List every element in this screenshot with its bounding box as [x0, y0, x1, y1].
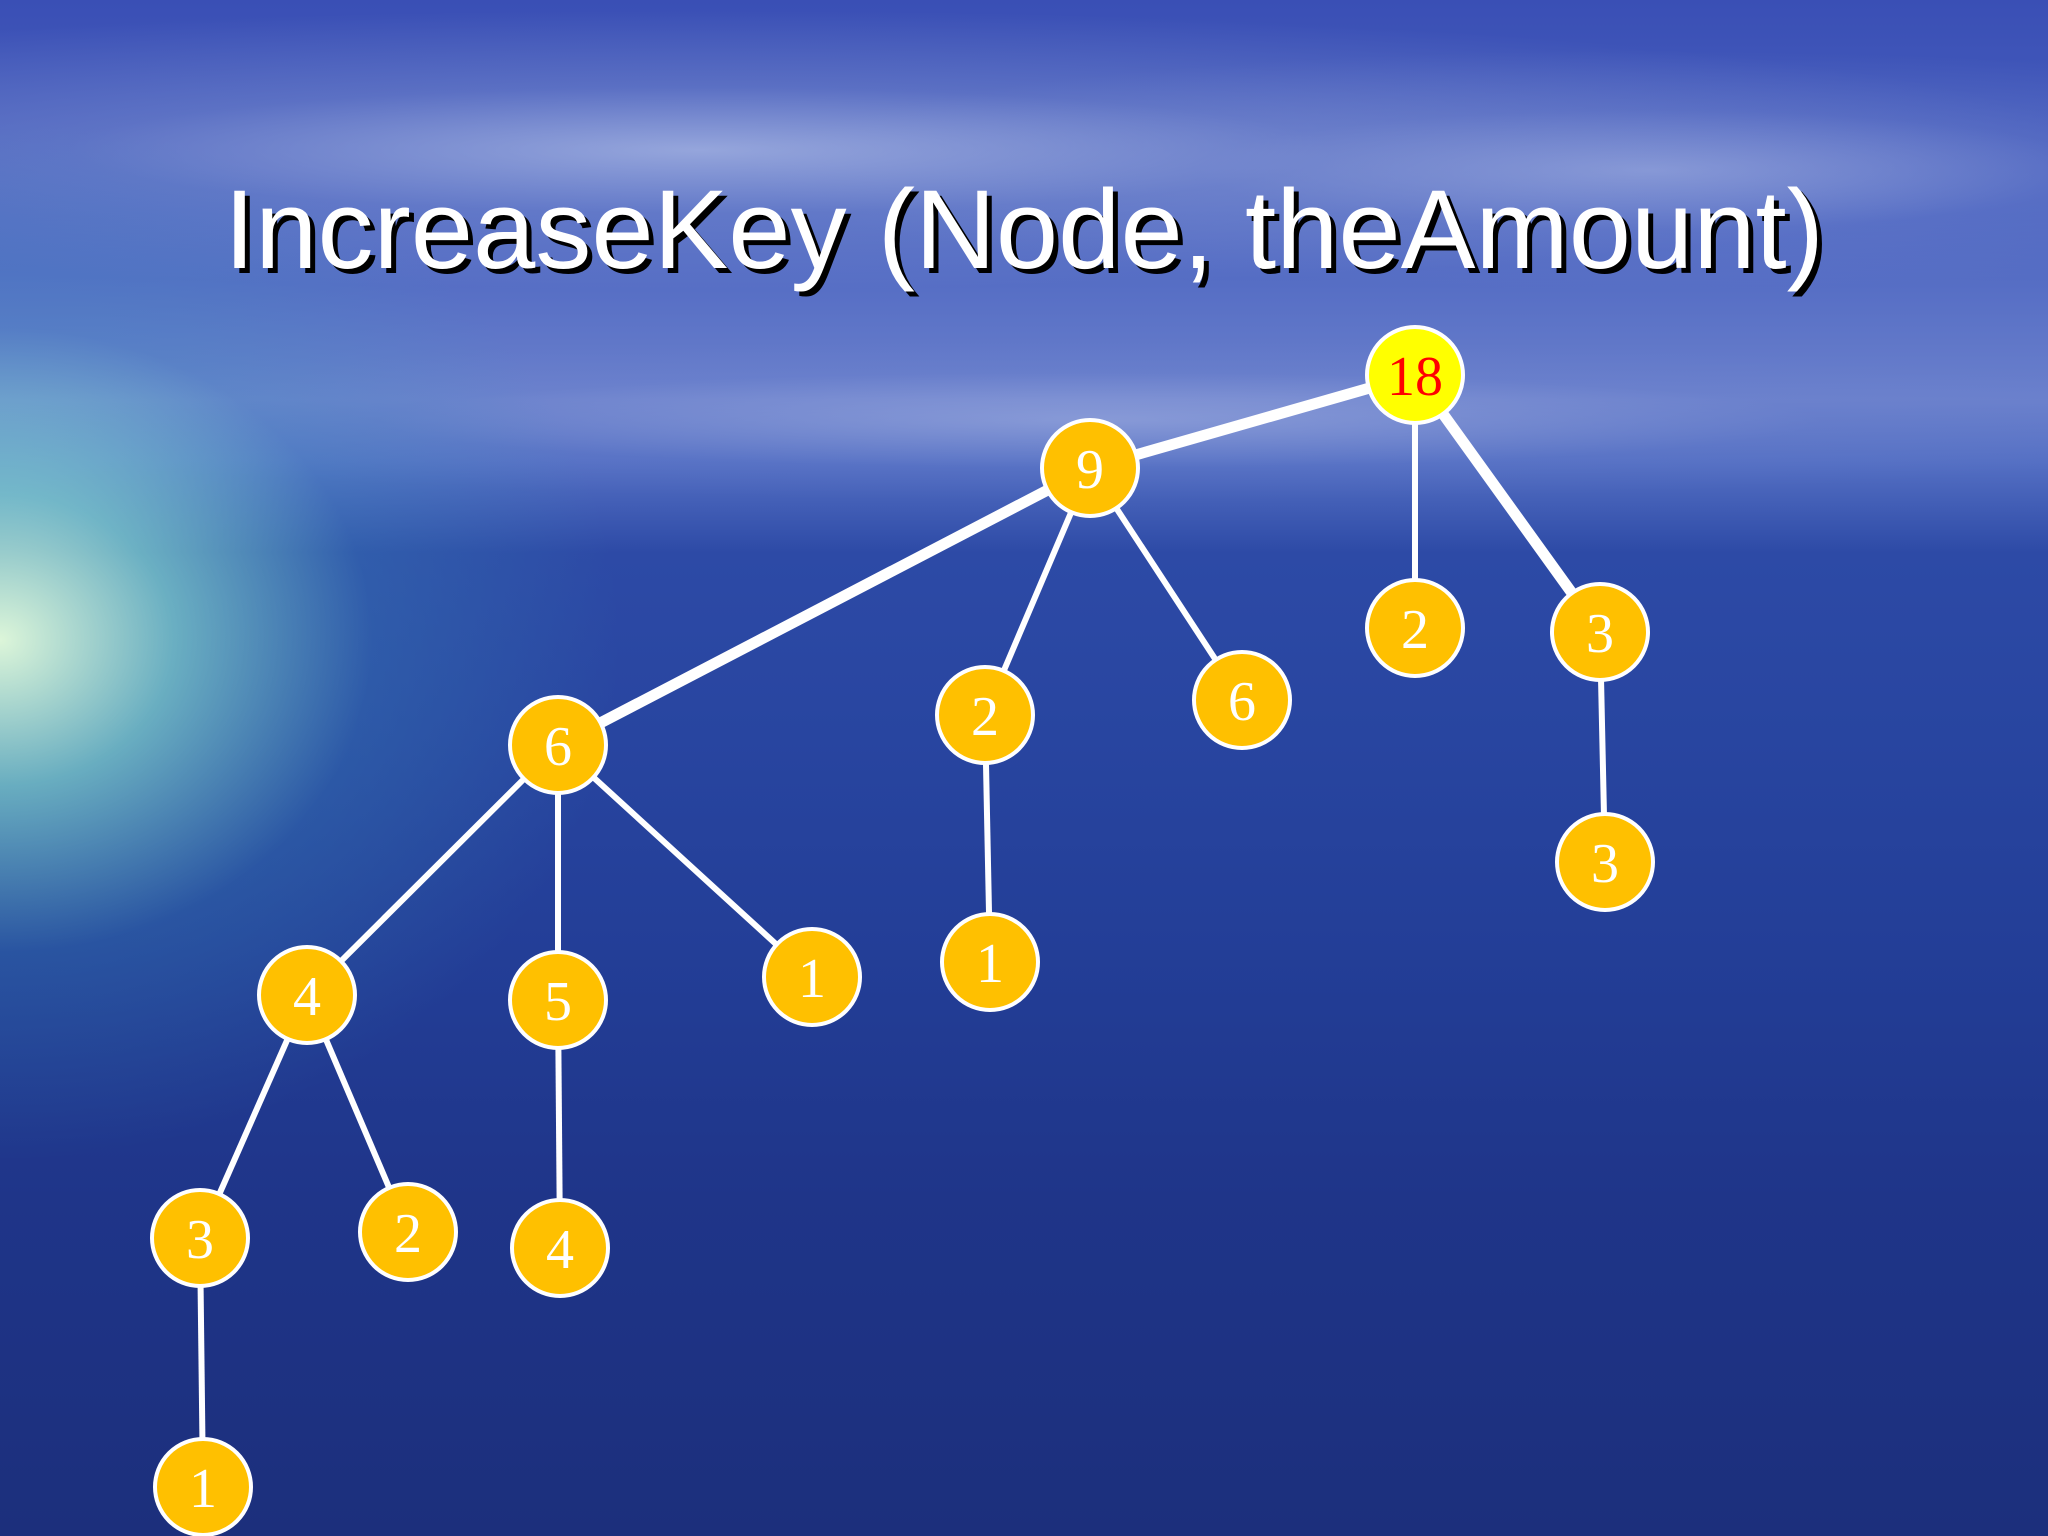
node-label: 1 [798, 948, 826, 1010]
tree-node: 2 [937, 667, 1033, 763]
tree-edges [200, 375, 1605, 1487]
tree-node: 5 [510, 952, 606, 1048]
tree-node: 2 [1367, 580, 1463, 676]
tree-node: 4 [259, 947, 355, 1043]
tree-node: 6 [510, 697, 606, 793]
node-label: 4 [293, 966, 321, 1028]
tree-node: 4 [512, 1200, 608, 1296]
tree-node: 1 [764, 929, 860, 1025]
node-label: 1 [976, 933, 1004, 995]
tree-node: 2 [360, 1184, 456, 1280]
node-label: 9 [1076, 439, 1104, 501]
node-label: 1 [189, 1458, 217, 1520]
node-label: 6 [1228, 671, 1256, 733]
tree-node: 1 [942, 914, 1038, 1010]
tree-edge [307, 745, 558, 995]
tree-edge [558, 745, 812, 977]
tree-node: 3 [1557, 814, 1653, 910]
node-label: 2 [394, 1203, 422, 1265]
node-label: 2 [1401, 599, 1429, 661]
tree-node: 6 [1194, 652, 1290, 748]
tree-node: 3 [152, 1190, 248, 1286]
node-label: 2 [971, 686, 999, 748]
node-label: 3 [1586, 603, 1614, 665]
node-label: 3 [186, 1209, 214, 1271]
node-label: 18 [1387, 346, 1443, 408]
tree-node: 3 [1552, 584, 1648, 680]
tree-node: 1 [155, 1439, 251, 1535]
node-label: 5 [544, 971, 572, 1033]
tree-node-root: 18 [1367, 327, 1463, 423]
node-label: 6 [544, 716, 572, 778]
node-label: 3 [1591, 833, 1619, 895]
tree-edge [1090, 375, 1415, 468]
node-label: 4 [546, 1219, 574, 1281]
tree-nodes: 18 9 2 3 6 2 6 3 4 5 1 1 3 2 4 1 [152, 327, 1653, 1535]
tree-node: 9 [1042, 420, 1138, 516]
